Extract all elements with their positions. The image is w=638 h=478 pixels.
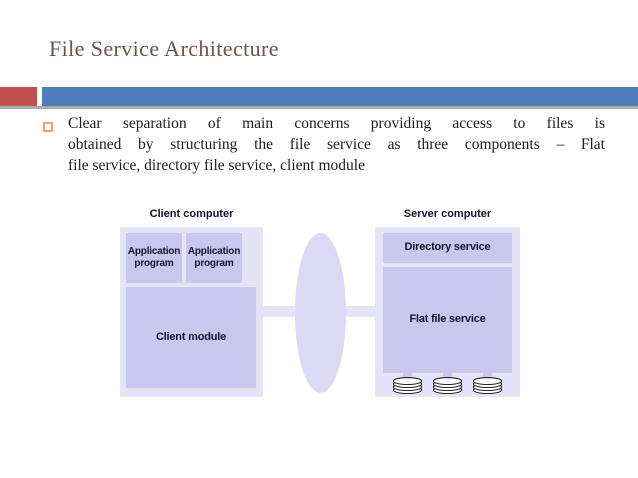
disk-icon	[432, 375, 463, 395]
bullet-line-2: obtained by structuring the file service…	[68, 136, 605, 153]
application-program-box-2: Application program	[186, 233, 242, 283]
directory-service-box: Directory service	[383, 233, 512, 263]
accent-bar-blue	[42, 87, 638, 106]
slide-title: File Service Architecture	[49, 36, 279, 61]
disk-connector-3	[483, 371, 492, 381]
client-computer-label: Client computer	[149, 208, 234, 220]
application-program-box-1: Application program	[126, 233, 182, 283]
disk-connector-2	[443, 371, 452, 381]
network-link-right	[340, 306, 378, 317]
bullet-line-1: Clear separation of main concerns provid…	[68, 115, 605, 132]
network-link-left	[258, 306, 302, 317]
bullet-paragraph: Clear separation of main concerns provid…	[42, 113, 605, 176]
server-computer-label: Server computer	[403, 208, 492, 220]
bullet-line-3: file service, directory file service, cl…	[68, 157, 365, 174]
network-ellipse	[295, 233, 346, 393]
bullet-square-icon	[43, 122, 53, 132]
bullet-text: Clear separation of main concerns provid…	[68, 113, 605, 176]
accent-bar-red	[0, 87, 37, 106]
flat-file-service-box: Flat file service	[383, 267, 512, 373]
disk-connector-1	[403, 371, 412, 381]
disk-icon	[472, 375, 503, 395]
accent-bar-shadow	[0, 106, 638, 109]
disk-icon	[392, 375, 423, 395]
client-module-box: Client module	[126, 287, 256, 388]
